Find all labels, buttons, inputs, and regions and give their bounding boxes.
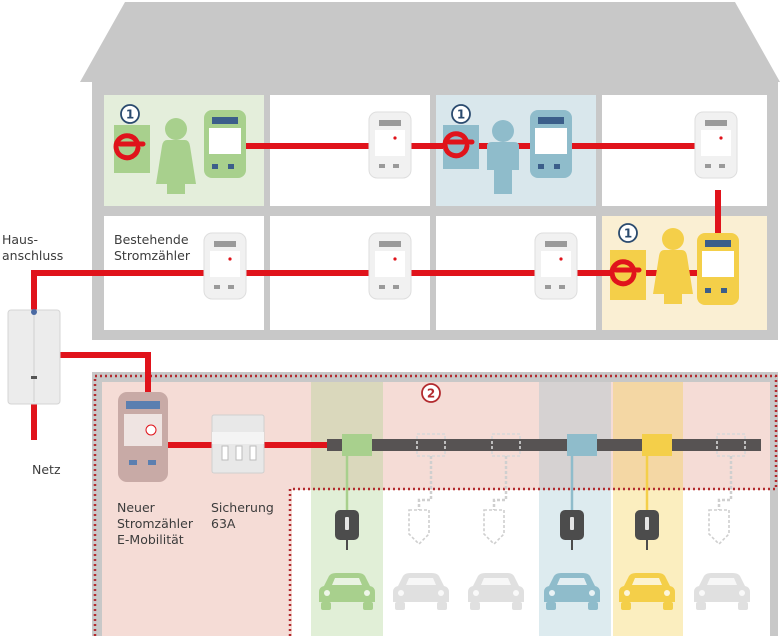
marker-2-label: 2 bbox=[427, 387, 435, 401]
parking-area bbox=[292, 490, 770, 636]
bus-bar bbox=[327, 433, 761, 457]
roof bbox=[80, 2, 780, 82]
neuer-stromzaehler-label: Neuer Stromzähler E-Mobilität bbox=[117, 500, 193, 547]
room bbox=[602, 95, 767, 206]
dotted-border bbox=[93, 374, 778, 636]
blue-meter-icon bbox=[530, 110, 572, 178]
marker-1-label: 1 bbox=[126, 108, 134, 122]
sicherung-label: Sicherung 63A bbox=[211, 500, 274, 531]
haus-anschluss-label: Haus- anschluss bbox=[2, 232, 64, 263]
house-connection-icon bbox=[7, 309, 61, 405]
yellow-meter-icon bbox=[697, 233, 739, 305]
marker-1: 1 bbox=[618, 223, 638, 243]
marker-1: 1 bbox=[451, 104, 471, 124]
marker-1: 1 bbox=[120, 104, 140, 124]
marker-1-label: 1 bbox=[624, 227, 632, 241]
bestehende-stromzaehler-label: Bestehende Stromzähler bbox=[114, 232, 190, 263]
fuse-icon bbox=[211, 414, 265, 474]
drop-lines bbox=[345, 456, 733, 510]
marker-1-label: 1 bbox=[457, 108, 465, 122]
marker-2: 2 bbox=[421, 383, 441, 403]
netz-label: Netz bbox=[32, 462, 61, 477]
green-meter-icon bbox=[204, 110, 246, 178]
energy-provider-logo-icon bbox=[114, 125, 646, 300]
new-meter-icon bbox=[118, 392, 168, 482]
